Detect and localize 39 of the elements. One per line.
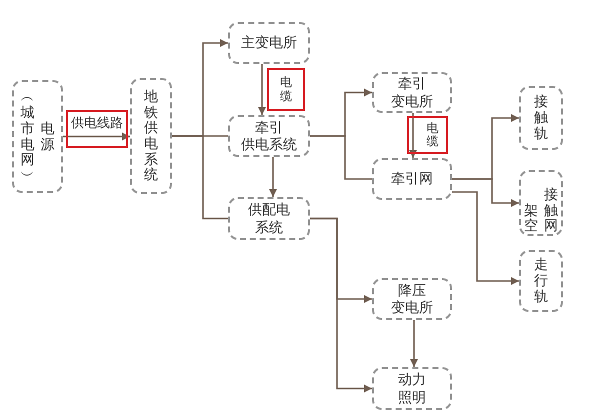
process-box bbox=[372, 158, 452, 200]
process-box bbox=[372, 278, 452, 320]
node-label: 接触网 bbox=[544, 186, 559, 234]
process-box bbox=[519, 170, 563, 236]
arrow bbox=[310, 218, 372, 392]
process-box bbox=[519, 250, 563, 312]
process-box bbox=[228, 197, 310, 240]
node-label: 地铁供电系统 bbox=[143, 88, 159, 184]
edge-label: 电缆 bbox=[407, 116, 448, 154]
process-box bbox=[372, 367, 452, 410]
arrow bbox=[409, 113, 417, 158]
arrow bbox=[63, 132, 130, 140]
arrow bbox=[258, 64, 266, 115]
node-label: ︵城市电网︶ bbox=[20, 89, 35, 184]
edge-label: 电缆 bbox=[267, 68, 305, 111]
node-label: 供配电系统 bbox=[248, 201, 290, 236]
node-label: 降压变电所 bbox=[391, 282, 433, 316]
node-label: 牵引网 bbox=[391, 170, 433, 188]
node-label: 牵引变电所 bbox=[391, 75, 433, 110]
node-label: 动力照明 bbox=[398, 371, 426, 406]
node-label: 牵引供电系统 bbox=[241, 118, 297, 154]
node-label: 主变电所 bbox=[241, 34, 297, 52]
process-box bbox=[519, 86, 563, 150]
edge-label: 供电线路 bbox=[66, 110, 128, 148]
arrow bbox=[452, 178, 519, 207]
arrow bbox=[410, 320, 418, 367]
connector-line bbox=[310, 135, 372, 180]
process-box bbox=[12, 80, 63, 193]
connector-line bbox=[172, 135, 228, 220]
process-box bbox=[228, 115, 310, 157]
node-label: 接触轨 bbox=[533, 94, 549, 142]
process-box bbox=[228, 22, 310, 64]
node-label: 电源 bbox=[40, 120, 56, 152]
process-box bbox=[130, 78, 172, 194]
process-box bbox=[372, 72, 452, 113]
arrow bbox=[452, 191, 519, 285]
node-label: 走行轨 bbox=[533, 257, 549, 304]
node-label: 架空 bbox=[523, 202, 538, 234]
arrow bbox=[269, 157, 277, 197]
